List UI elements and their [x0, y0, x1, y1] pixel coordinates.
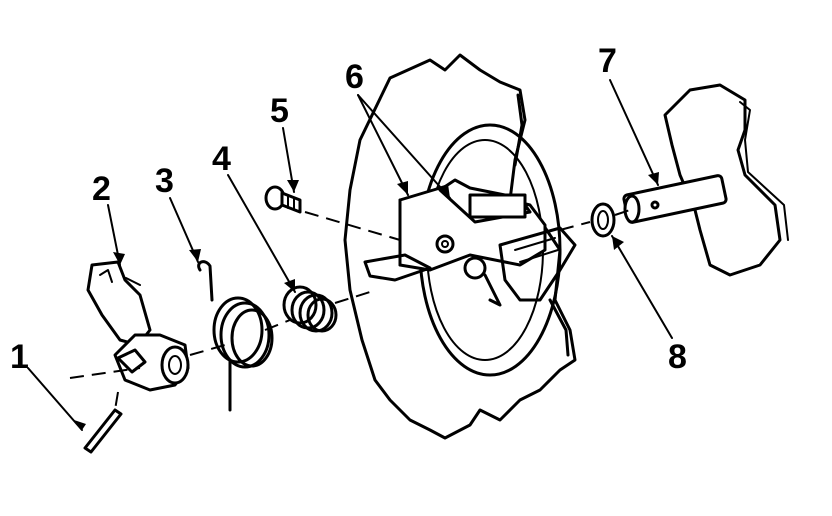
leader-lines	[27, 79, 673, 431]
leader-6a	[357, 94, 409, 196]
leader-4	[227, 174, 296, 293]
callout-4: 4	[212, 140, 231, 178]
callout-2: 2	[92, 170, 111, 208]
bracket-assembly	[363, 178, 577, 307]
assembly-centerlines	[69, 209, 631, 411]
part-8-washer	[590, 202, 616, 238]
callout-7: 7	[598, 42, 617, 80]
callout-8: 8	[668, 338, 687, 376]
part-7-handle	[622, 83, 789, 277]
callout-3: 3	[155, 162, 174, 200]
part-4-spring	[282, 285, 338, 333]
callout-labels: 1 2 3 4 5 6 7 8	[10, 42, 687, 376]
leader-8	[611, 235, 673, 339]
part-3-torsion-spring	[197, 260, 274, 412]
leader-1	[27, 367, 83, 431]
leader-7	[609, 79, 659, 186]
part-2-latch	[86, 260, 190, 392]
part-1-pin	[83, 408, 123, 454]
leader-6b	[357, 94, 451, 199]
callout-1: 1	[10, 338, 29, 376]
callout-6: 6	[345, 58, 364, 96]
part-5-screw	[264, 185, 302, 214]
callout-5: 5	[270, 92, 289, 130]
